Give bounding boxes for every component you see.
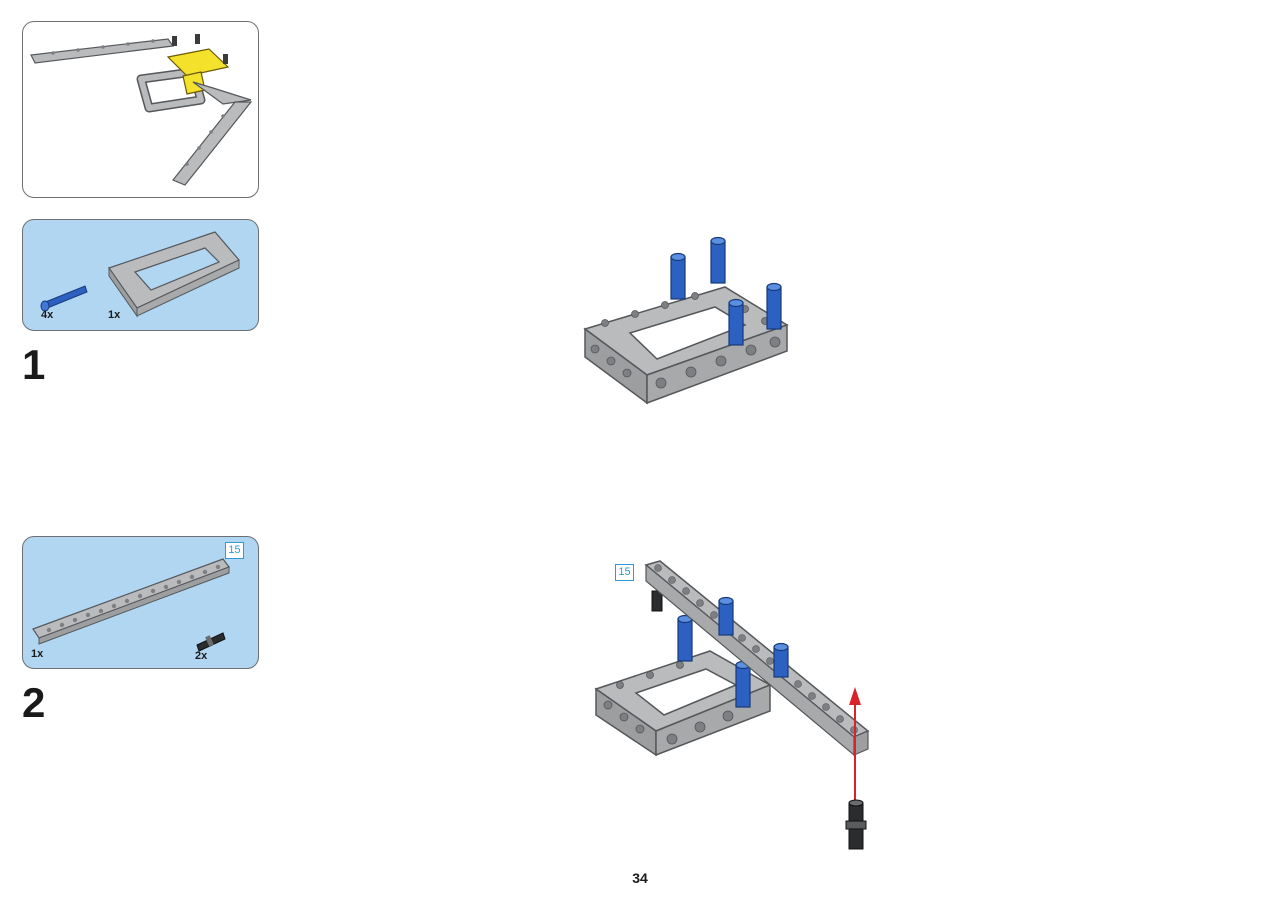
step-2-part-2-qty: 2x: [195, 650, 208, 662]
blue-pin-3: [766, 282, 782, 330]
blue-pin-beam-2: [773, 642, 789, 678]
step-1-part-2-qty: 1x: [108, 309, 121, 321]
step-2-parts-illustration: [32, 558, 230, 652]
step-2-number: 2: [22, 679, 46, 726]
step-2-assembly-diagram: [594, 560, 870, 850]
previous-assembly-panel: [22, 21, 259, 198]
blue-pin-2: [710, 236, 726, 284]
blue-axle-pin-icon: [40, 285, 88, 312]
step-1-assembly-diagram: [583, 236, 789, 405]
blue-pin-beam-1: [718, 596, 734, 636]
step-2-part-1-qty: 1x: [31, 648, 44, 660]
gray-beam-15-icon: [32, 558, 230, 645]
gray-frame-icon: [108, 231, 240, 318]
step-1-parts-panel: 4x 1x: [22, 219, 259, 331]
blue-pin-left: [677, 614, 693, 662]
step-1-parts-illustration: [40, 231, 240, 318]
page-number: 34: [632, 870, 648, 886]
blue-pin-1: [670, 252, 686, 300]
previous-assembly-illustration: [30, 34, 253, 186]
blue-pin-front: [735, 660, 751, 708]
beam-length-badge: 15: [225, 542, 244, 559]
diagram-beam-length-badge: 15: [615, 564, 634, 581]
insertion-arrow-head: [849, 687, 861, 705]
black-friction-pin-icon: [196, 632, 226, 652]
blue-pin-4: [728, 298, 744, 346]
black-friction-pin: [845, 799, 867, 850]
step-1-part-1-qty: 4x: [41, 309, 54, 321]
step-2-parts-panel: 15 1x 2x: [22, 536, 259, 669]
step-1-number: 1: [22, 341, 46, 388]
